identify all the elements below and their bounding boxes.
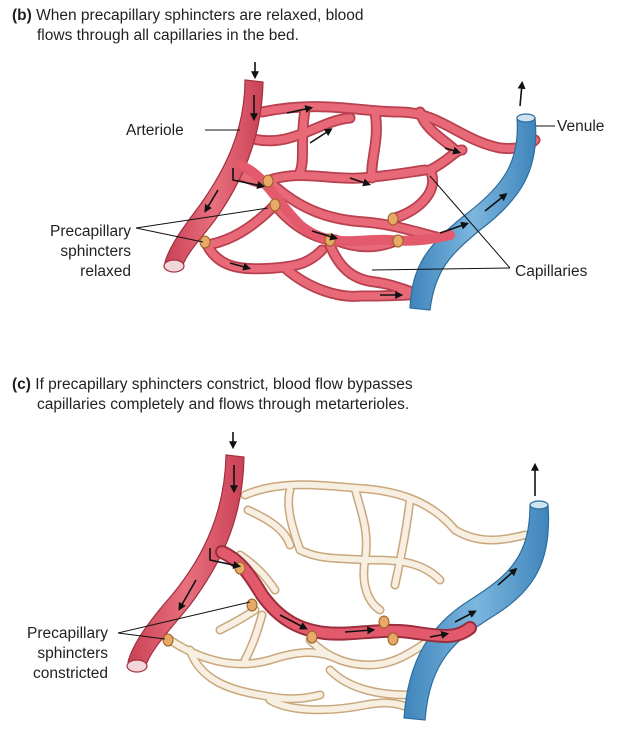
- panel-b-leader-lines: [135, 125, 555, 271]
- sphincter: [199, 235, 211, 249]
- sphincter: [262, 174, 274, 188]
- sphincters-constricted-label-line2: sphincters: [37, 645, 108, 662]
- sphincters-constricted-label-line1: Precapillary: [27, 625, 108, 642]
- sphincters-relaxed-label-line2: sphincters: [60, 243, 131, 260]
- panel-c-metarteriole-fill: [217, 547, 475, 641]
- panel-b-venule: [409, 113, 537, 311]
- sphincter: [246, 598, 258, 612]
- panel-c-diagram: Precapillary sphincters constricted: [27, 432, 550, 721]
- panel-b-caption-line2: flows through all capillaries in the bed…: [37, 27, 299, 44]
- sphincters-constricted-label-line3: constricted: [33, 665, 108, 682]
- sphincter: [378, 615, 390, 629]
- panel-c-caption: (c) If precapillary sphincters constrict…: [12, 375, 413, 415]
- panel-b-caption-line1: When precapillary sphincters are relaxed…: [36, 7, 364, 24]
- panel-b-diagram: Arteriole Venule Capillaries Precapillar…: [50, 62, 604, 311]
- sphincter: [387, 212, 399, 226]
- sphincter: [269, 198, 281, 212]
- panel-b-flow-arrows: [204, 62, 526, 299]
- panel-c-capillary-network: [165, 480, 530, 715]
- panel-b-tag: (b): [12, 7, 32, 24]
- panel-c-leader-lines: [117, 601, 251, 640]
- arteriole-label: Arteriole: [126, 122, 184, 139]
- sphincter: [306, 630, 318, 644]
- sphincter: [234, 561, 246, 575]
- sphincter: [162, 633, 174, 647]
- panel-c-sphincters: [162, 561, 399, 647]
- sphincters-relaxed-label-line3: relaxed: [80, 263, 131, 280]
- sphincters-relaxed-label-line1: Precapillary: [50, 223, 131, 240]
- panel-c-flow-arrows: [178, 432, 539, 639]
- panel-b-metarteriole: [235, 160, 455, 247]
- sphincter: [387, 632, 399, 646]
- venule-label: Venule: [557, 118, 604, 135]
- capillaries-label: Capillaries: [515, 263, 588, 280]
- panel-c-tag: (c): [12, 376, 31, 393]
- sphincter: [392, 234, 404, 248]
- panel-b-caption: (b) When precapillary sphincters are rel…: [12, 6, 364, 46]
- panel-c-caption-line1: If precapillary sphincters constrict, bl…: [35, 376, 413, 393]
- panel-b-arteriole: [163, 79, 264, 273]
- panel-c-caption-line2: capillaries completely and flows through…: [37, 396, 410, 413]
